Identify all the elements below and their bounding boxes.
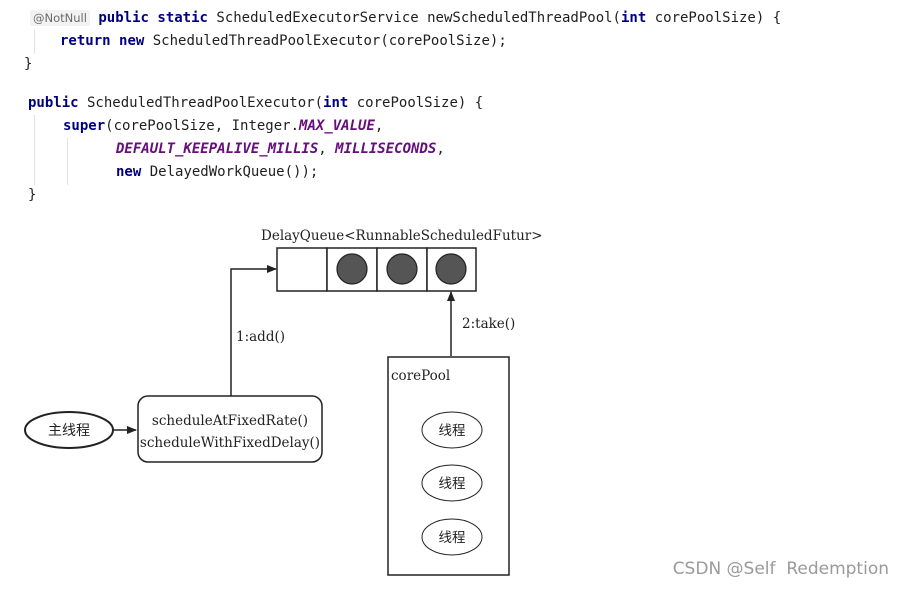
worker-thread-node	[421, 464, 483, 502]
method2-close: }	[28, 187, 37, 203]
const-keepalive: DEFAULT_KEEPALIVE_MILLIS	[116, 141, 319, 157]
task-circle	[336, 253, 368, 285]
watermark: CSDN @Self Redemption	[672, 559, 889, 579]
keyword-static: static	[157, 10, 208, 26]
main-thread-label: 主线程	[48, 423, 90, 439]
code-line-3: }	[24, 54, 32, 74]
queue-constructor: DelayedWorkQueue());	[141, 164, 319, 180]
take-label: 2:take()	[462, 316, 515, 332]
method1-close: }	[24, 56, 33, 72]
indent-guide	[34, 30, 35, 54]
notnull-annotation: @NotNull	[30, 10, 90, 26]
code-line-5: super(corePoolSize, Integer.MAX_VALUE,	[63, 116, 383, 136]
method1-param: corePoolSize) {	[646, 10, 782, 26]
queue-label: DelayQueue<RunnableScheduledFutur>	[261, 228, 543, 244]
comma: ,	[436, 141, 445, 157]
method2-signature: ScheduledThreadPoolExecutor(	[78, 95, 324, 111]
keyword-super: super	[63, 118, 106, 134]
method-label: scheduleWithFixedDelay()	[140, 435, 320, 451]
keyword-int: int	[323, 95, 349, 111]
indent-guide	[67, 138, 68, 185]
keyword-public: public	[98, 10, 149, 26]
indent-guide	[34, 115, 35, 185]
queue-slot	[276, 247, 328, 292]
task-circle	[386, 253, 418, 285]
super-args: (corePoolSize, Integer.	[105, 118, 300, 134]
const-max-value: MAX_VALUE	[299, 118, 375, 134]
add-label: 1:add()	[236, 329, 285, 345]
code-line-1: @NotNull public static ScheduledExecutor…	[30, 8, 781, 28]
keyword-int: int	[620, 10, 647, 26]
worker-thread-label: 线程	[439, 530, 466, 546]
code-line-4: public ScheduledThreadPoolExecutor(int c…	[28, 93, 483, 113]
worker-thread-label: 线程	[439, 476, 466, 492]
comma: ,	[374, 118, 384, 134]
code-line-8: }	[28, 185, 36, 205]
keyword-public: public	[28, 95, 79, 111]
core-pool-label: corePool	[391, 368, 450, 384]
method1-body: ScheduledThreadPoolExecutor(corePoolSize…	[144, 33, 507, 49]
method1-signature: ScheduledExecutorService newScheduledThr…	[207, 10, 621, 26]
worker-thread-label: 线程	[439, 423, 466, 439]
comma: ,	[318, 141, 336, 157]
schedule-methods-box	[137, 395, 323, 463]
worker-thread-node	[421, 411, 483, 449]
worker-thread-node	[421, 518, 483, 556]
delay-queue	[276, 247, 477, 292]
keyword-new: new	[116, 164, 142, 180]
code-line-2: return new ScheduledThreadPoolExecutor(c…	[60, 31, 507, 51]
method-label: scheduleAtFixedRate()	[152, 413, 308, 429]
const-milliseconds: MILLISECONDS	[335, 141, 437, 157]
keyword-new: new	[119, 33, 145, 49]
add-arrow	[230, 265, 277, 396]
method2-param: corePoolSize) {	[348, 95, 484, 111]
code-line-7: new DelayedWorkQueue());	[116, 162, 318, 182]
task-circle	[435, 253, 467, 285]
keyword-return: return	[60, 33, 111, 49]
code-line-6: DEFAULT_KEEPALIVE_MILLIS, MILLISECONDS,	[116, 139, 445, 159]
